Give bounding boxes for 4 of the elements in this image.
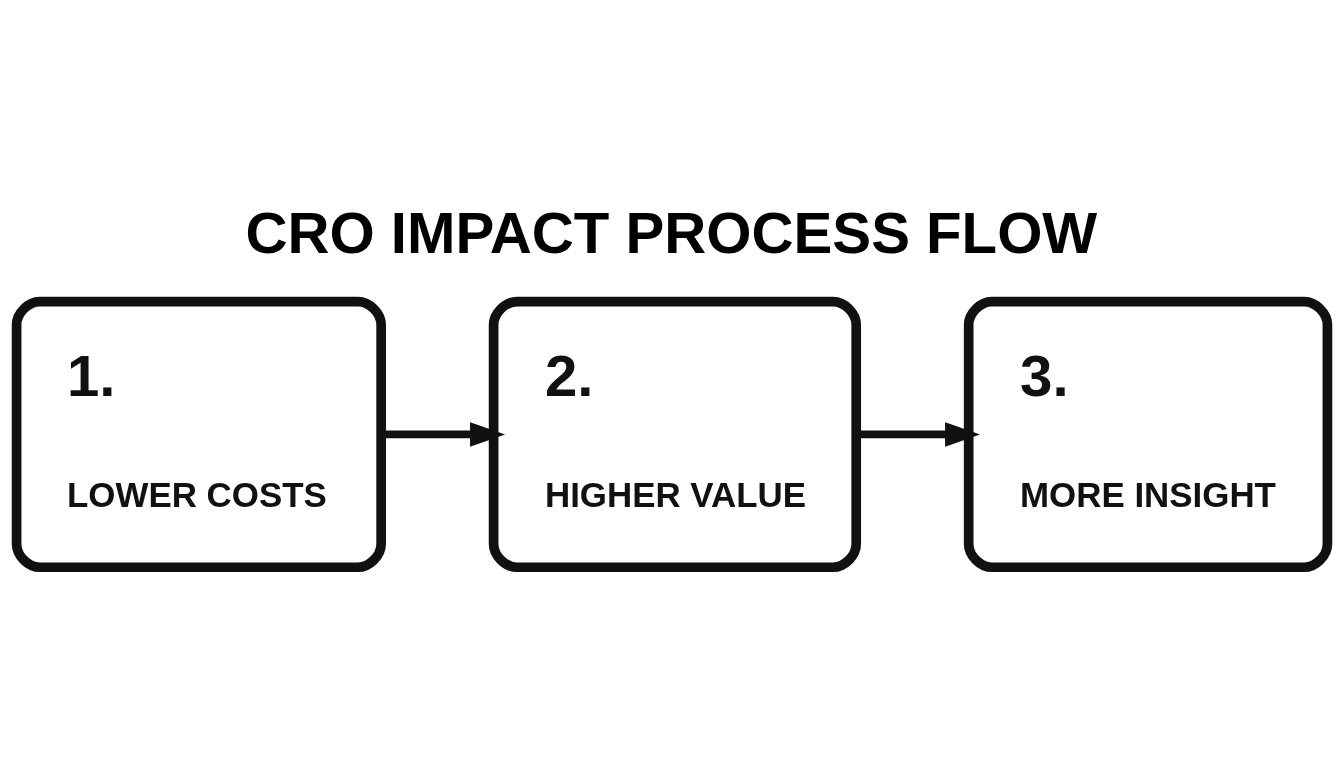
node-box: 1. LOWER COSTS — [11, 296, 386, 573]
node-box: 3. MORE INSIGHT — [963, 296, 1333, 573]
diagram-title: CRO IMPACT PROCESS FLOW — [245, 200, 1098, 266]
node-box: 2. HIGHER VALUE — [488, 296, 862, 573]
